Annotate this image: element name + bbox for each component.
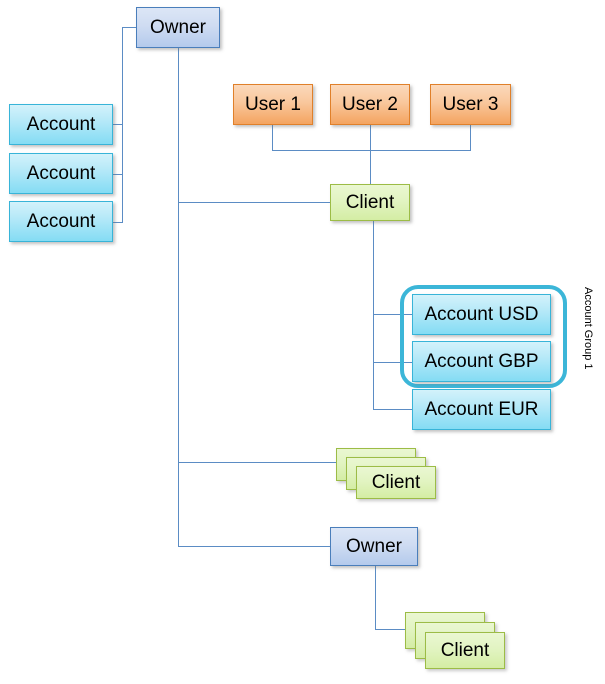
connector-user-3-drop [470,125,471,151]
connector-main-trunk [178,48,179,546]
node-client-stack-bottom[interactable]: Client [405,612,505,670]
connector-users-bus [272,150,471,151]
node-user-1[interactable]: User 1 [233,84,313,125]
node-client-stack-bottom-label: Client [440,639,490,661]
node-account-gbp-label: Account GBP [424,351,539,372]
connector-trunk-to-owner-2 [178,546,330,547]
connector-trunk-to-client-stack [178,462,337,463]
connector-users-to-client [370,150,371,185]
node-account-eur-label: Account EUR [424,399,539,420]
connector-client-to-accounts-riser [373,221,374,410]
node-account-usd[interactable]: Account USD [412,294,551,335]
connector-owner-2-to-client-stack [375,629,413,630]
node-user-3[interactable]: User 3 [430,84,511,125]
account-group-label: Account Group 1 [582,287,594,370]
client-stack-mid-card-front[interactable]: Client [356,466,436,499]
node-account-eur[interactable]: Account EUR [412,389,551,430]
node-owner-second[interactable]: Owner [330,527,418,566]
connector-accounts-riser [122,27,123,223]
node-user-2-label: User 2 [342,94,398,115]
node-account-1[interactable]: Account [9,104,113,145]
connector-owner-2-drop [375,566,376,629]
node-owner-top[interactable]: Owner [136,7,220,48]
account-group-frame [400,285,567,388]
connector-account-gbp [373,362,413,363]
node-client-stack-mid[interactable]: Client [336,448,436,500]
client-stack-bottom-card-front[interactable]: Client [425,632,505,669]
connector-owner-to-accounts-stub [122,27,136,28]
connector-user-2-drop [370,125,371,151]
node-user-2[interactable]: User 2 [330,84,410,125]
node-account-3-label: Account [26,211,96,232]
node-account-3[interactable]: Account [9,201,113,242]
node-client-stack-mid-label: Client [371,471,421,493]
node-owner-top-label: Owner [150,17,206,38]
node-account-2-label: Account [26,163,96,184]
node-client-main-label: Client [345,192,395,213]
node-user-1-label: User 1 [245,94,301,115]
connector-account-eur [373,409,413,410]
connector-trunk-to-client [178,202,330,203]
node-owner-second-label: Owner [346,536,402,557]
connector-account-2 [112,174,123,175]
connector-account-3 [112,222,123,223]
node-account-1-label: Account [26,114,96,135]
node-account-gbp[interactable]: Account GBP [412,341,551,382]
node-account-usd-label: Account USD [424,304,539,325]
node-user-3-label: User 3 [442,94,499,115]
connector-account-usd [373,314,413,315]
node-account-2[interactable]: Account [9,153,113,194]
node-client-main[interactable]: Client [330,184,410,221]
connector-account-1 [112,124,123,125]
connector-user-1-drop [272,125,273,151]
